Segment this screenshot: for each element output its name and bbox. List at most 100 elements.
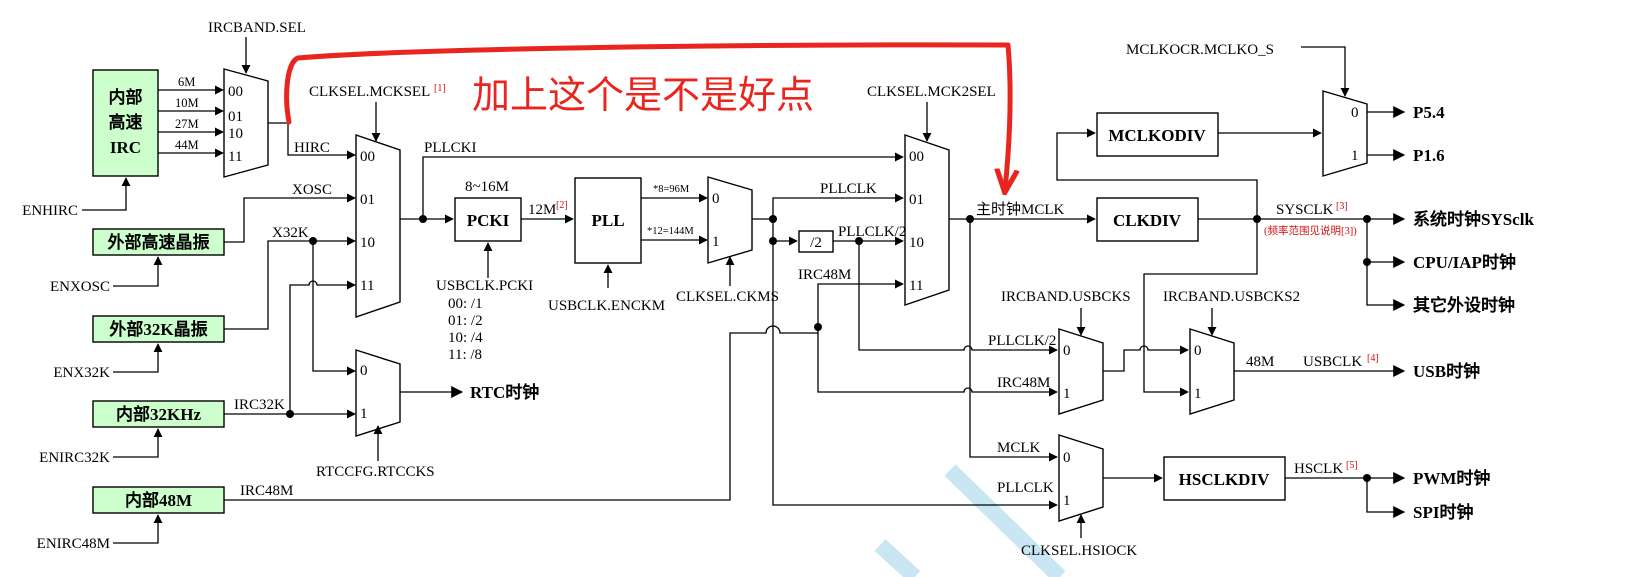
mux-b-in-01: 01 xyxy=(360,192,375,208)
hsiock-mux xyxy=(1058,434,1104,522)
hsiock-mux-in-1: 1 xyxy=(1063,493,1071,509)
pcki-block xyxy=(454,197,522,242)
mux-e-in-00: 00 xyxy=(909,149,924,165)
usbclk-signal: USBCLK xyxy=(1303,354,1362,370)
red-annotation-arrow xyxy=(284,42,1010,190)
pllcki-signal: PLLCKI xyxy=(424,140,477,156)
periph-output: 其它外设时钟 xyxy=(1413,295,1515,315)
pll-block-label: PLL xyxy=(591,211,624,230)
rtc-mux-in-1: 1 xyxy=(360,406,368,422)
usbcks2-mux-in-1: 1 xyxy=(1194,386,1202,402)
mux-b-in-10: 10 xyxy=(360,235,375,251)
x32k-signal: X32K xyxy=(272,225,309,241)
mux-b-in-11: 11 xyxy=(360,278,374,294)
xosc-source-box xyxy=(92,228,225,256)
hsclkdiv-block-label: HSCLKDIV xyxy=(1179,470,1270,489)
pcki-block-label: PCKI xyxy=(467,211,510,230)
mck2sel-mux xyxy=(904,134,950,306)
enirc48m-label: ENIRC48M xyxy=(37,536,110,552)
mux-e-in-11: 11 xyxy=(909,278,923,294)
ircband-sel-label: IRCBAND.SEL xyxy=(208,20,306,36)
hirc-label-line3: IRC xyxy=(110,138,141,157)
watermark-stroke xyxy=(874,539,921,577)
pll-block xyxy=(574,177,642,264)
mck2sel-label: CLKSEL.MCK2SEL xyxy=(867,84,996,100)
mclko-mux-in-0: 0 xyxy=(1351,105,1359,121)
watermark-stroke xyxy=(944,464,1066,577)
usb-48m: 48M xyxy=(1246,354,1274,370)
mux-e-in-01: 01 xyxy=(909,192,924,208)
pllclk2-usb: PLLCLK/2 xyxy=(988,333,1056,349)
irc48m-signal: IRC48M xyxy=(240,483,293,499)
sysclk-output: 系统时钟SYSclk xyxy=(1413,209,1534,229)
pll-x12: *12=144M xyxy=(647,226,694,237)
hsclk-signal: HSCLK xyxy=(1294,461,1343,477)
div2-label: /2 xyxy=(810,235,822,251)
mux-a-in-10: 10 xyxy=(228,126,243,142)
mcksel-mux xyxy=(355,134,401,318)
pwm-output: PWM时钟 xyxy=(1413,468,1490,488)
irc32k-signal: IRC32K xyxy=(234,397,285,413)
p16-output: P1.6 xyxy=(1413,146,1445,165)
x32k-source-box xyxy=(92,315,225,343)
irc48m-usb: IRC48M xyxy=(997,375,1050,391)
usbcks-label: IRCBAND.USBCKS xyxy=(1001,289,1131,305)
rtc-mux-in-0: 0 xyxy=(360,363,368,379)
cpu-output: CPU/IAP时钟 xyxy=(1413,252,1516,272)
usbcks2-mux xyxy=(1189,328,1235,415)
freq-6m: 6M xyxy=(178,75,195,89)
pcki-div-00: 00: /1 xyxy=(448,296,483,312)
mclkodiv-block xyxy=(1096,112,1219,157)
enhirc-label: ENHIRC xyxy=(22,203,78,219)
x32k-label: 外部32K晶振 xyxy=(109,319,207,339)
pcki-div-11: 11: /8 xyxy=(448,347,482,363)
mux-b-in-00: 00 xyxy=(360,149,375,165)
red-annotation-text: 加上这个是不是好点 xyxy=(472,73,814,117)
rtc-mux xyxy=(355,349,401,437)
usbcks2-mux-in-0: 0 xyxy=(1194,343,1202,359)
mux-a-in-00: 00 xyxy=(228,84,243,100)
ckms-mux xyxy=(707,176,753,264)
usbclk-enckm-label: USBCLK.ENCKM xyxy=(548,298,665,314)
pll-x8: *8=96M xyxy=(653,184,690,195)
ckms-mux-in-0: 0 xyxy=(712,191,720,207)
mclkocr-label: MCLKOCR.MCLKO_S xyxy=(1126,42,1274,58)
hsiock-label: CLKSEL.HSIOCK xyxy=(1021,543,1137,559)
pllclk2-signal: PLLCLK/2 xyxy=(838,224,906,240)
hirc-label-line2: 高速 xyxy=(109,112,143,132)
clkdiv-block xyxy=(1096,197,1199,242)
ref-4: [4] xyxy=(1367,353,1379,364)
usbclk-pcki-label: USBCLK.PCKI xyxy=(436,278,533,294)
irc32k-label: 内部32KHz xyxy=(116,404,201,424)
ircband-sel-mux xyxy=(223,68,269,178)
irc48m-mck2: IRC48M xyxy=(798,267,851,283)
pcki-div-01: 01: /2 xyxy=(448,313,483,329)
mclko-mux xyxy=(1322,90,1368,177)
ckms-label: CLKSEL.CKMS xyxy=(676,289,779,305)
enx32k-label: ENX32K xyxy=(53,365,110,381)
rtc-output: RTC时钟 xyxy=(470,382,539,402)
rtccfg-label: RTCCFG.RTCCKS xyxy=(316,464,435,480)
clkdiv-block-label: CLKDIV xyxy=(1113,211,1182,230)
pcki-range: 8~16M xyxy=(465,179,509,195)
ref-3: [3] xyxy=(1336,201,1348,212)
freq-44m: 44M xyxy=(175,138,199,152)
mux-a-in-01: 01 xyxy=(228,109,243,125)
irc48m-label: 内部48M xyxy=(125,490,192,510)
usbcks-mux-in-0: 0 xyxy=(1063,343,1071,359)
pcki-div-10: 10: /4 xyxy=(448,330,483,346)
pllclk-signal: PLLCLK xyxy=(820,181,877,197)
sysclk-signal: SYSCLK xyxy=(1276,202,1334,218)
mux-a-in-11: 11 xyxy=(228,149,242,165)
mclk-hs: MCLK xyxy=(997,440,1041,456)
ckms-mux-in-1: 1 xyxy=(712,234,720,250)
hsiock-mux-in-0: 0 xyxy=(1063,450,1071,466)
xosc-label: 外部高速晶振 xyxy=(108,232,210,252)
mclkodiv-block-label: MCLKODIV xyxy=(1108,126,1206,145)
enxosc-label: ENXOSC xyxy=(50,279,110,295)
ref-1: [1] xyxy=(434,83,446,94)
hirc-label-line1: 内部 xyxy=(109,87,143,107)
freq-27m: 27M xyxy=(175,117,199,131)
hirc-source-box xyxy=(92,69,159,177)
